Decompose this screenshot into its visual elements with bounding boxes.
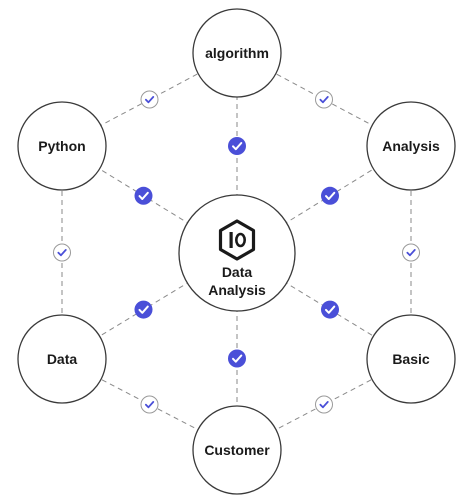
center-label-line1: Data bbox=[222, 264, 253, 280]
badges-layer bbox=[53, 90, 420, 414]
check-badge-filled-icon bbox=[321, 186, 339, 205]
check-badge-filled-icon bbox=[228, 137, 246, 155]
node-customer[interactable]: Customer bbox=[192, 405, 282, 495]
node-algorithm[interactable]: algorithm bbox=[192, 8, 282, 98]
check-badge-filled-icon bbox=[321, 300, 339, 319]
node-basic[interactable]: Basic bbox=[366, 314, 456, 404]
node-analysis-label: Analysis bbox=[382, 138, 440, 154]
node-analysis[interactable]: Analysis bbox=[366, 101, 456, 191]
node-basic-label: Basic bbox=[392, 351, 430, 367]
node-analysis-circle bbox=[366, 101, 456, 191]
hexagon-logo-icon bbox=[218, 219, 256, 261]
node-customer-circle bbox=[192, 405, 282, 495]
center-node-circle bbox=[178, 194, 296, 312]
check-badge-outline-icon bbox=[140, 90, 159, 109]
check-badge-outline-icon bbox=[315, 395, 333, 414]
check-badge-outline-icon bbox=[53, 243, 71, 262]
check-badge-outline-icon bbox=[315, 90, 333, 109]
center-label-line2: Analysis bbox=[208, 282, 266, 298]
check-badge-filled-icon bbox=[134, 300, 153, 319]
check-badge-outline-icon bbox=[402, 243, 420, 262]
node-python[interactable]: Python bbox=[17, 101, 107, 191]
node-algorithm-label: algorithm bbox=[205, 45, 269, 61]
node-python-circle bbox=[17, 101, 107, 191]
node-basic-circle bbox=[366, 314, 456, 404]
node-python-label: Python bbox=[38, 138, 85, 154]
node-data-label: Data bbox=[47, 351, 78, 367]
node-algorithm-circle bbox=[192, 8, 282, 98]
check-badge-outline-icon bbox=[140, 395, 159, 414]
center-node[interactable]: Data Analysis bbox=[178, 194, 296, 312]
check-badge-filled-icon bbox=[228, 349, 246, 368]
node-data[interactable]: Data bbox=[17, 314, 107, 404]
check-badge-filled-icon bbox=[134, 186, 153, 205]
node-data-circle bbox=[17, 314, 107, 404]
node-customer-label: Customer bbox=[204, 442, 270, 458]
